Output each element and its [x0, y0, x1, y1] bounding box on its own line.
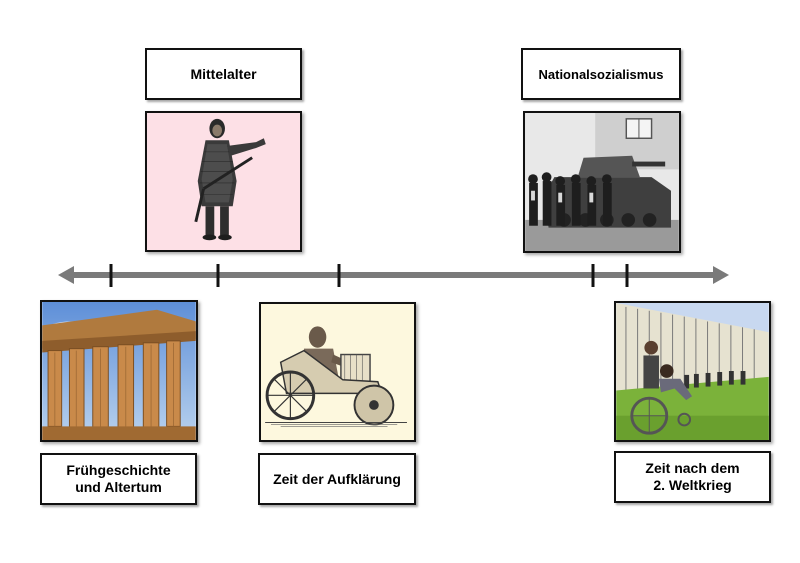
wheelchair-engraving [261, 304, 414, 440]
label-nationalsozialismus: Nationalsozialismus [521, 48, 681, 100]
wheelchair-users-park-photo [616, 303, 769, 440]
label-mittelalter: Mittelalter [145, 48, 302, 100]
label-nachkrieg: Zeit nach dem 2. Weltkrieg [614, 451, 771, 503]
label-fruehgeschichte: Frühgeschichte und Altertum [40, 453, 197, 505]
medieval-man-illustration [147, 113, 300, 250]
image-mittelalter [145, 111, 302, 252]
timeline-arrow [58, 266, 729, 284]
label-aufklaerung: Zeit der Aufklärung [258, 453, 416, 505]
image-nationalsozialismus [523, 111, 681, 253]
greek-temple-photo [42, 302, 196, 440]
image-fruehgeschichte [40, 300, 198, 442]
ww2-tank-soldiers-photo [525, 113, 679, 251]
image-aufklaerung [259, 302, 416, 442]
image-nachkrieg [614, 301, 771, 442]
